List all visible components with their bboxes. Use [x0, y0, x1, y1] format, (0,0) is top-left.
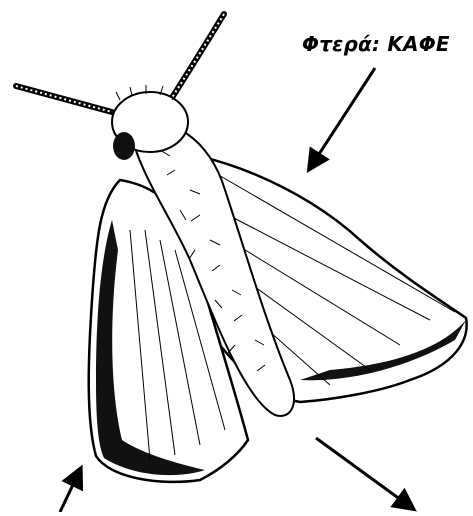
wings-label: Φτερά: ΚΑΦΕ — [302, 32, 450, 56]
antenna-right — [168, 14, 224, 104]
antenna-left — [16, 86, 112, 112]
arrow-lower-right — [316, 438, 412, 508]
arrow-to-hind-wing — [310, 68, 375, 168]
eye — [113, 132, 135, 160]
arrow-lower-left — [60, 470, 80, 512]
